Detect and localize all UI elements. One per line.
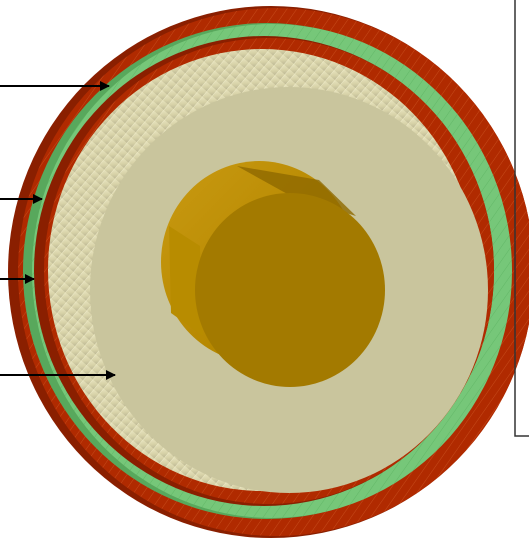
core-face [195, 193, 385, 387]
